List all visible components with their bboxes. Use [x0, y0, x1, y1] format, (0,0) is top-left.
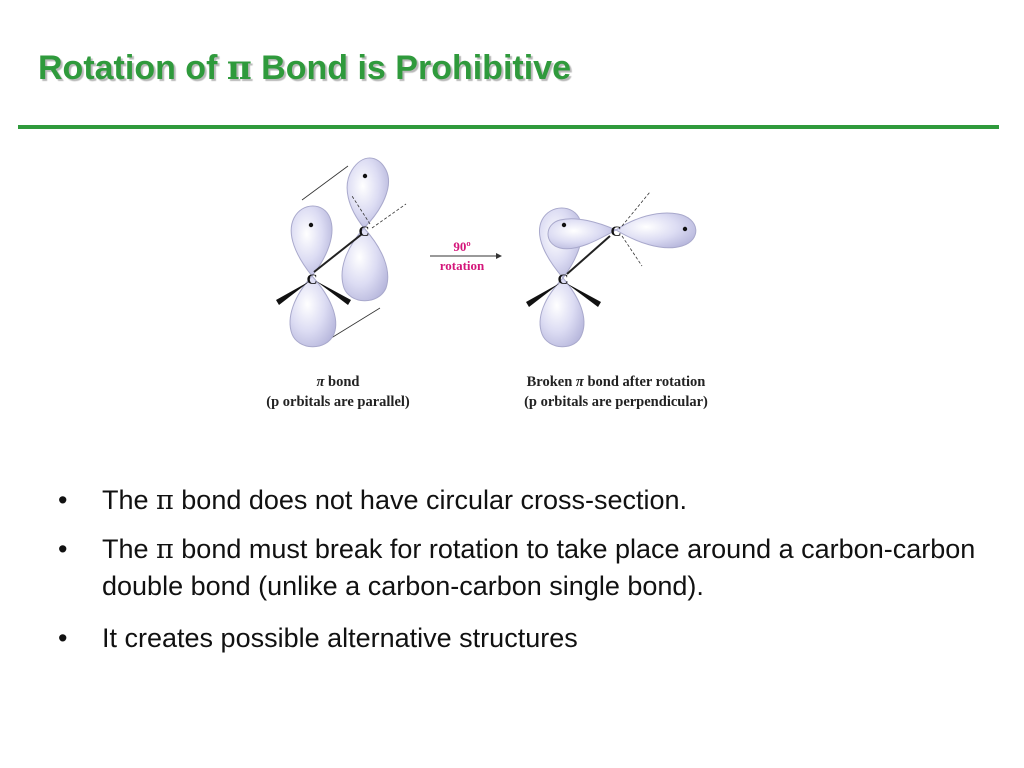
carbon-label-lower: C	[307, 272, 318, 288]
electron-dot-lower	[308, 222, 314, 228]
electron-dot-vertical	[561, 222, 567, 228]
p-orbital-vertical-bottom-lobe	[539, 277, 585, 348]
p-orbital-horizontal-left-lobe	[547, 218, 618, 250]
right-caption-pi: π	[576, 374, 585, 390]
right-caption-line2: (p orbitals are perpendicular)	[524, 394, 708, 410]
right-caption-part1: Broken	[527, 374, 576, 390]
bullet-item: • The π bond must break for rotation to t…	[58, 531, 978, 604]
bullet-symbol: •	[58, 623, 68, 653]
wedge-bond-right	[316, 281, 351, 305]
p-orbital-lower-top-lobe	[290, 205, 333, 277]
right-caption-part2: bond after rotation	[584, 374, 706, 390]
rotation-arrow-group: 90º rotation	[430, 239, 502, 273]
wedge-bond-left-rotated	[526, 283, 560, 307]
arrow-label-rotation: rotation	[440, 258, 485, 273]
bullet-text-after: bond does not have circular cross-sectio…	[173, 485, 688, 515]
bullet-pi-symbol: π	[156, 534, 174, 565]
arrow-label-angle: 90º	[453, 239, 470, 254]
bullet-item: • The π bond does not have circular cross…	[58, 482, 978, 519]
electron-dot-horizontal	[682, 226, 688, 232]
title-part2: Bond is Prohibitive	[251, 49, 571, 87]
dashed-bond-upper	[371, 203, 407, 229]
p-orbital-upper-top-lobe	[346, 157, 390, 229]
left-caption-line1: π bond	[317, 374, 360, 390]
bullet-list: • The π bond does not have circular cross…	[58, 482, 978, 668]
left-caption-text: bond	[324, 374, 359, 390]
wedge-bond-left	[276, 281, 310, 305]
parallel-orbitals: C C	[276, 157, 407, 348]
bullet-symbol: •	[58, 534, 68, 564]
bullet-symbol: •	[58, 485, 68, 515]
bullet-item: • It creates possible alternative structu…	[58, 620, 978, 656]
dashed-bond-down	[621, 235, 643, 267]
pi-bond-rotation-figure: C C 90º rotation C C π bond (p orbitals …	[230, 148, 770, 423]
carbon-label-lower-rotated: C	[558, 272, 569, 288]
arrow-head	[496, 253, 502, 259]
right-caption-line1: Broken π bond after rotation	[527, 374, 706, 390]
p-orbital-horizontal-right-lobe	[615, 212, 697, 249]
dashed-bond-back	[351, 195, 371, 225]
sigma-bond	[313, 233, 363, 273]
left-caption-pi: π	[317, 374, 326, 390]
bullet-text: It creates possible alternative structur…	[102, 623, 578, 653]
carbon-label-upper: C	[359, 224, 370, 240]
p-orbital-upper-bottom-lobe	[341, 227, 389, 302]
sigma-bond-rotated	[566, 235, 611, 275]
dashed-bond-up	[621, 191, 651, 227]
title-divider	[18, 125, 999, 129]
overlap-line-top	[301, 165, 349, 201]
overlap-line-bottom	[327, 307, 381, 341]
perpendicular-orbitals: C C	[526, 191, 697, 348]
title-part1: Rotation of	[38, 49, 227, 87]
bullet-text-before: The	[102, 534, 157, 564]
bullet-pi-symbol: π	[156, 485, 174, 516]
slide-title: Rotation of π Bond is Prohibitive	[38, 48, 571, 88]
p-orbital-lower-bottom-lobe	[289, 275, 337, 348]
bullet-text-before: The	[102, 485, 157, 515]
title-pi-symbol: π	[226, 48, 252, 88]
electron-dot-upper	[362, 173, 368, 179]
left-caption-line2: (p orbitals are parallel)	[266, 394, 410, 410]
carbon-label-upper-rotated: C	[611, 224, 622, 240]
wedge-bond-right-rotated	[566, 283, 601, 307]
bullet-text-after: bond must break for rotation to take pla…	[102, 534, 976, 601]
orbital-diagram: C C 90º rotation C C π bond (p orbitals …	[266, 157, 708, 410]
